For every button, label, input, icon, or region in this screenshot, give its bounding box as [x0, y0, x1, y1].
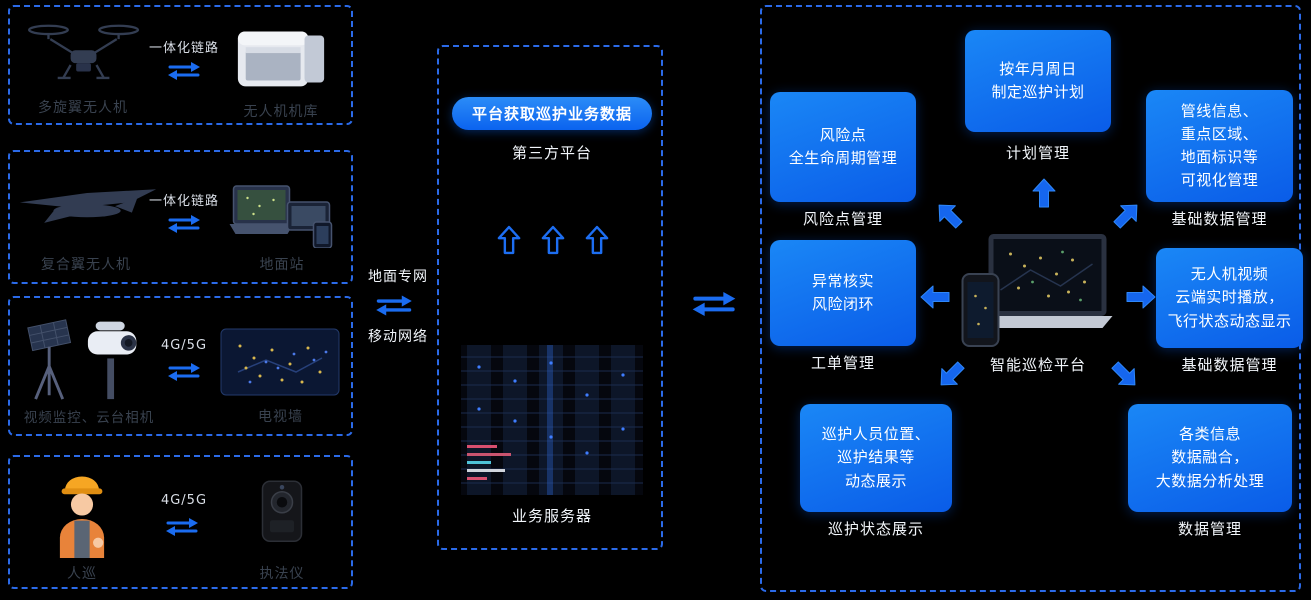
patrol-worker-image [59, 476, 105, 559]
drone-hangar-image [237, 31, 325, 87]
left-section-human: 人巡 4G/5G 执法仪 [8, 455, 353, 589]
sync-arrows-icon [692, 292, 736, 316]
node-basic-data: 管线信息、 重点区域、 地面标识等 可视化管理 [1146, 90, 1293, 202]
arrow-southeast-icon [1111, 361, 1136, 386]
ground-network-label: 地面专网 [368, 269, 428, 285]
fixedwing-drone-image [19, 189, 157, 223]
node-workorder: 异常核实 风险闭环 [770, 240, 916, 346]
target-caption: 电视墙 [258, 409, 303, 425]
sync-arrows-icon [376, 295, 412, 316]
node-data-mgmt: 各类信息 数据融合， 大数据分析处理 [1128, 404, 1292, 512]
link-type-label: 一体化链路 [148, 41, 219, 56]
left-section-video: 视频监控、云台相机 4G/5G 电视墙 [8, 296, 353, 436]
arrow-northwest-icon [938, 204, 963, 229]
node-workorder-label: 工单管理 [810, 354, 875, 372]
sync-arrows-icon [168, 215, 200, 233]
target-caption: 地面站 [259, 257, 305, 273]
device-caption: 人巡 [67, 566, 97, 582]
link-type-label: 4G/5G [160, 493, 208, 508]
device-caption: 视频监控、云台相机 [23, 410, 155, 426]
tv-wall-image [220, 328, 340, 396]
third-party-label: 第三方平台 [511, 144, 592, 162]
ground-station-image [229, 185, 333, 248]
up-arrow-icon [585, 225, 609, 255]
arrow-southwest-icon [940, 361, 965, 386]
arrow-northeast-icon [1113, 204, 1138, 229]
third-party-panel: 平台获取巡护业务数据 第三方平台 业务服务器 [437, 45, 663, 550]
platform-center-label: 智能巡检平台 [989, 356, 1086, 374]
node-risk: 风险点 全生命周期管理 [770, 92, 916, 202]
multirotor-drone-image [27, 24, 140, 80]
node-plan: 按年月周日 制定巡护计划 [965, 30, 1111, 132]
up-arrow-icon [497, 225, 521, 255]
node-plan-label: 计划管理 [1005, 144, 1070, 162]
device-caption: 复合翼无人机 [41, 257, 131, 273]
server-label: 业务服务器 [511, 507, 592, 525]
target-caption: 执法仪 [259, 566, 305, 582]
up-arrow-icon [541, 225, 565, 255]
data-acquisition-banner: 平台获取巡护业务数据 [452, 97, 652, 130]
link-type-label: 4G/5G [160, 338, 208, 353]
mobile-network-label: 移动网络 [368, 329, 428, 345]
node-patrol-status: 巡护人员位置、 巡护结果等 动态展示 [800, 404, 952, 512]
sync-arrows-icon [166, 518, 198, 536]
server-room-image [461, 345, 643, 495]
node-basic-data-label: 基础数据管理 [1171, 210, 1268, 228]
target-caption: 无人机机库 [243, 104, 319, 120]
link-type-label: 一体化链路 [148, 194, 219, 209]
arrow-west-icon [920, 285, 950, 309]
arrow-east-icon [1126, 285, 1156, 309]
sync-arrows-icon [168, 363, 200, 381]
device-caption: 多旋翼无人机 [38, 100, 128, 116]
surveillance-camera-image [27, 319, 137, 400]
node-video-label: 基础数据管理 [1181, 356, 1278, 374]
inspection-platform-image [961, 234, 1113, 347]
arrow-up-icon [1032, 178, 1056, 208]
node-video: 无人机视频 云端实时播放， 飞行状态动态显示 [1156, 248, 1303, 348]
node-risk-label: 风险点管理 [802, 210, 883, 228]
node-patrol-status-label: 巡护状态展示 [827, 520, 924, 538]
sync-arrows-icon [168, 62, 200, 80]
left-section-multirotor: 多旋翼无人机 一体化链路 无人机机库 [8, 5, 353, 125]
left-section-fixedwing: 复合翼无人机 一体化链路 地面站 [8, 150, 353, 284]
body-camera-image [261, 480, 303, 542]
node-data-mgmt-label: 数据管理 [1177, 520, 1242, 538]
